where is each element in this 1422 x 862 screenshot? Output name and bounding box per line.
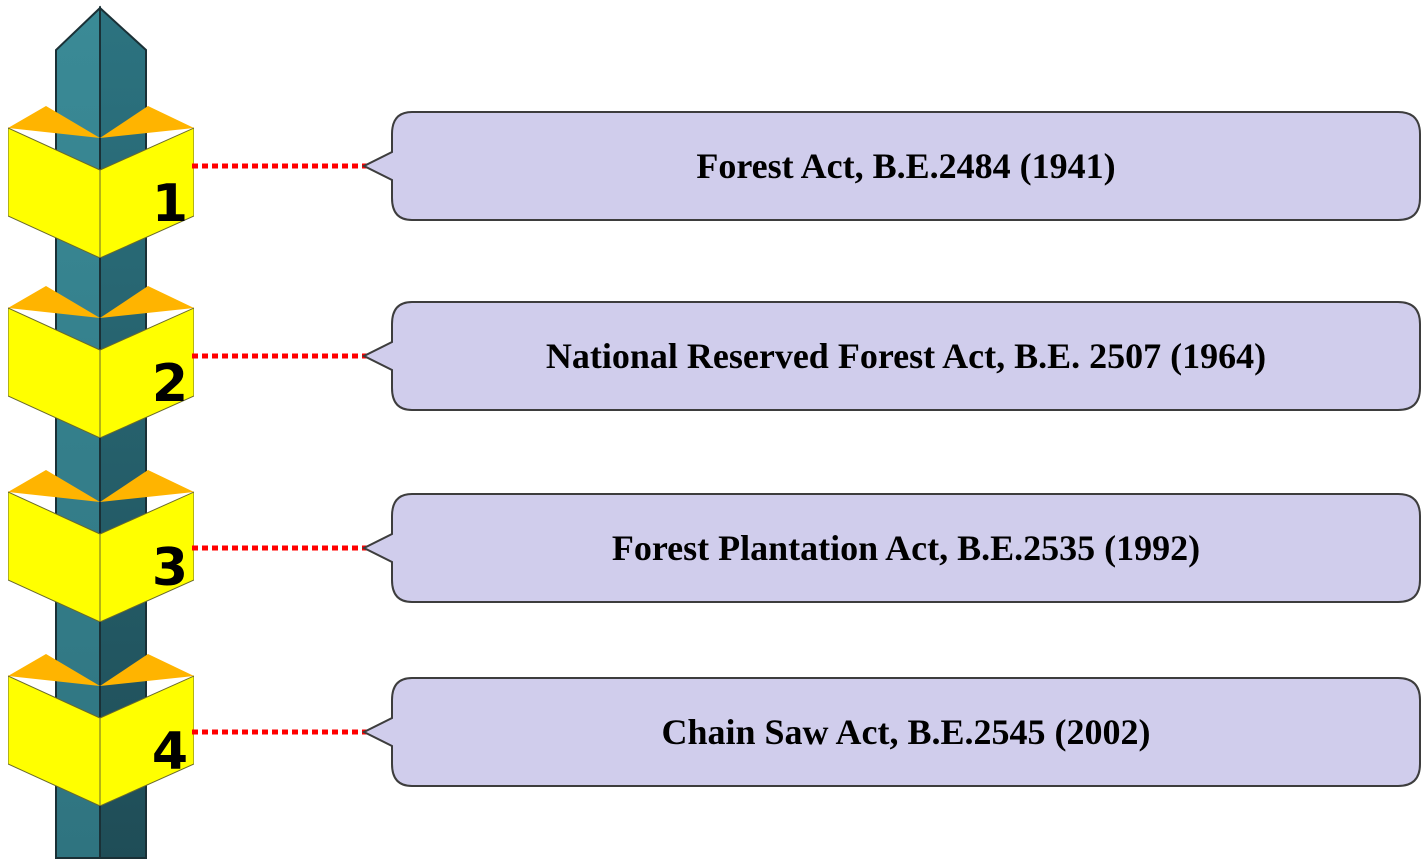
step-number: 2: [151, 354, 189, 414]
callout-4: Chain Saw Act, B.E.2545 (2002): [360, 676, 1422, 788]
step-number: 3: [151, 538, 189, 598]
step-number: 4: [151, 722, 189, 782]
step-cube-4: 4: [8, 654, 194, 806]
act-label: Forest Act, B.E.2484 (1941): [696, 146, 1116, 186]
step-cube-1: 1: [8, 106, 194, 258]
step-number: 1: [151, 174, 189, 234]
step-cube-3: 3: [8, 470, 194, 622]
callout-2: National Reserved Forest Act, B.E. 2507 …: [360, 300, 1422, 412]
connector-line-1: [192, 163, 370, 169]
connector-line-4: [192, 729, 370, 735]
connector-line-2: [192, 353, 370, 359]
callout-3: Forest Plantation Act, B.E.2535 (1992): [360, 492, 1422, 604]
act-label: Forest Plantation Act, B.E.2535 (1992): [611, 528, 1201, 568]
step-cube-2: 2: [8, 286, 194, 438]
callout-1: Forest Act, B.E.2484 (1941): [360, 110, 1422, 222]
connector-line-3: [192, 545, 370, 551]
act-label: Chain Saw Act, B.E.2545 (2002): [661, 712, 1151, 752]
act-label: National Reserved Forest Act, B.E. 2507 …: [545, 336, 1267, 376]
